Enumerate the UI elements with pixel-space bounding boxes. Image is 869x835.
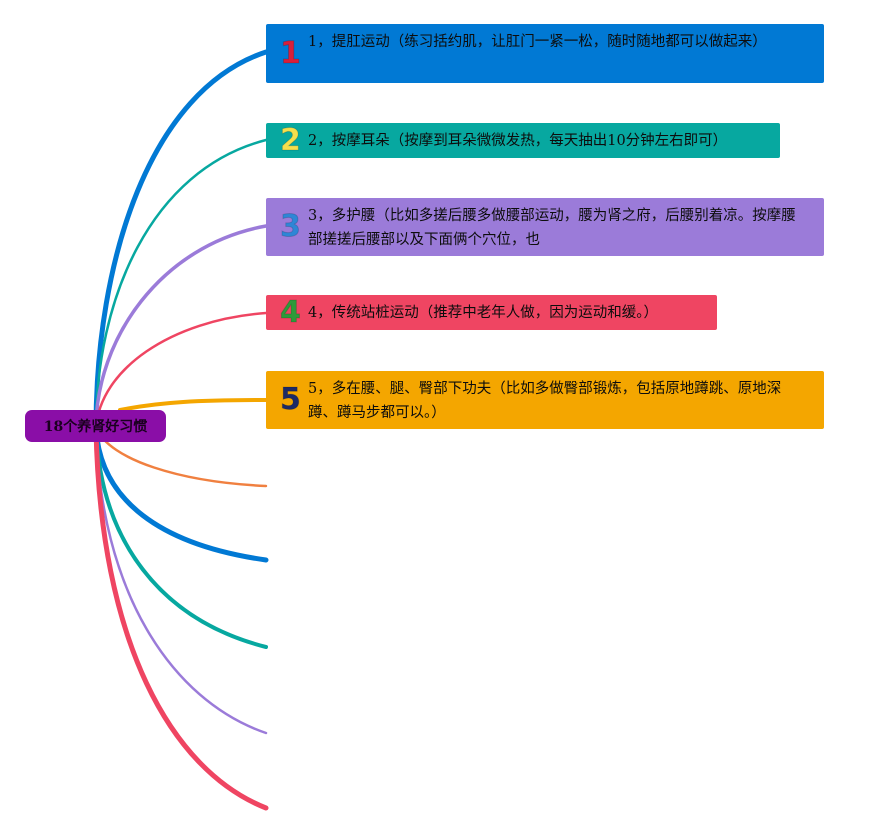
branch-node-3[interactable]: 3 3，多护腰（比如多搓后腰多做腰部运动，腰为肾之府，后腰别着凉。按摩腰部搓搓后… <box>266 198 824 256</box>
branch-text-3: 3，多护腰（比如多搓后腰多做腰部运动，腰为肾之府，后腰别着凉。按摩腰部搓搓后腰部… <box>308 208 796 248</box>
root-node[interactable]: 18个养肾好习惯 <box>25 410 166 442</box>
connector-10 <box>93 425 269 811</box>
connector-9 <box>94 426 268 735</box>
branch-node-2[interactable]: 2 2，按摩耳朵（按摩到耳朵微微发热，每天抽出10分钟左右即可） <box>266 123 780 158</box>
connector-2 <box>94 138 268 430</box>
branch-text-4: 4，传统站桩运动（推荐中老年人做，因为运动和缓。） <box>308 305 658 321</box>
connector-4 <box>94 311 268 430</box>
number-badge-3: 3 <box>280 209 302 244</box>
connector-8 <box>94 426 268 649</box>
branch-text-5: 5，多在腰、腿、臀部下功夫（比如多做臀部锻炼，包括原地蹲跳、原地深蹲、蹲马步都可… <box>308 381 782 421</box>
connector-3 <box>94 224 268 430</box>
connector-7 <box>93 425 269 563</box>
branch-node-1[interactable]: 1 1，提肛运动（练习括约肌，让肛门一紧一松，随时随地都可以做起来） <box>266 24 824 83</box>
number-badge-4: 4 <box>280 294 302 330</box>
connector-1 <box>93 49 269 431</box>
number-badge-2: 2 <box>280 122 302 158</box>
connector-5 <box>118 398 268 412</box>
branch-node-4[interactable]: 4 4，传统站桩运动（推荐中老年人做，因为运动和缓。） <box>266 295 717 330</box>
branch-text-1: 1，提肛运动（练习括约肌，让肛门一紧一松，随时随地都可以做起来） <box>308 34 767 50</box>
branch-text-2: 2，按摩耳朵（按摩到耳朵微微发热，每天抽出10分钟左右即可） <box>308 133 728 149</box>
number-badge-5: 5 <box>280 382 302 417</box>
branch-node-5[interactable]: 5 5，多在腰、腿、臀部下功夫（比如多做臀部锻炼，包括原地蹲跳、原地深蹲、蹲马步… <box>266 371 824 429</box>
number-badge-1: 1 <box>280 35 302 71</box>
